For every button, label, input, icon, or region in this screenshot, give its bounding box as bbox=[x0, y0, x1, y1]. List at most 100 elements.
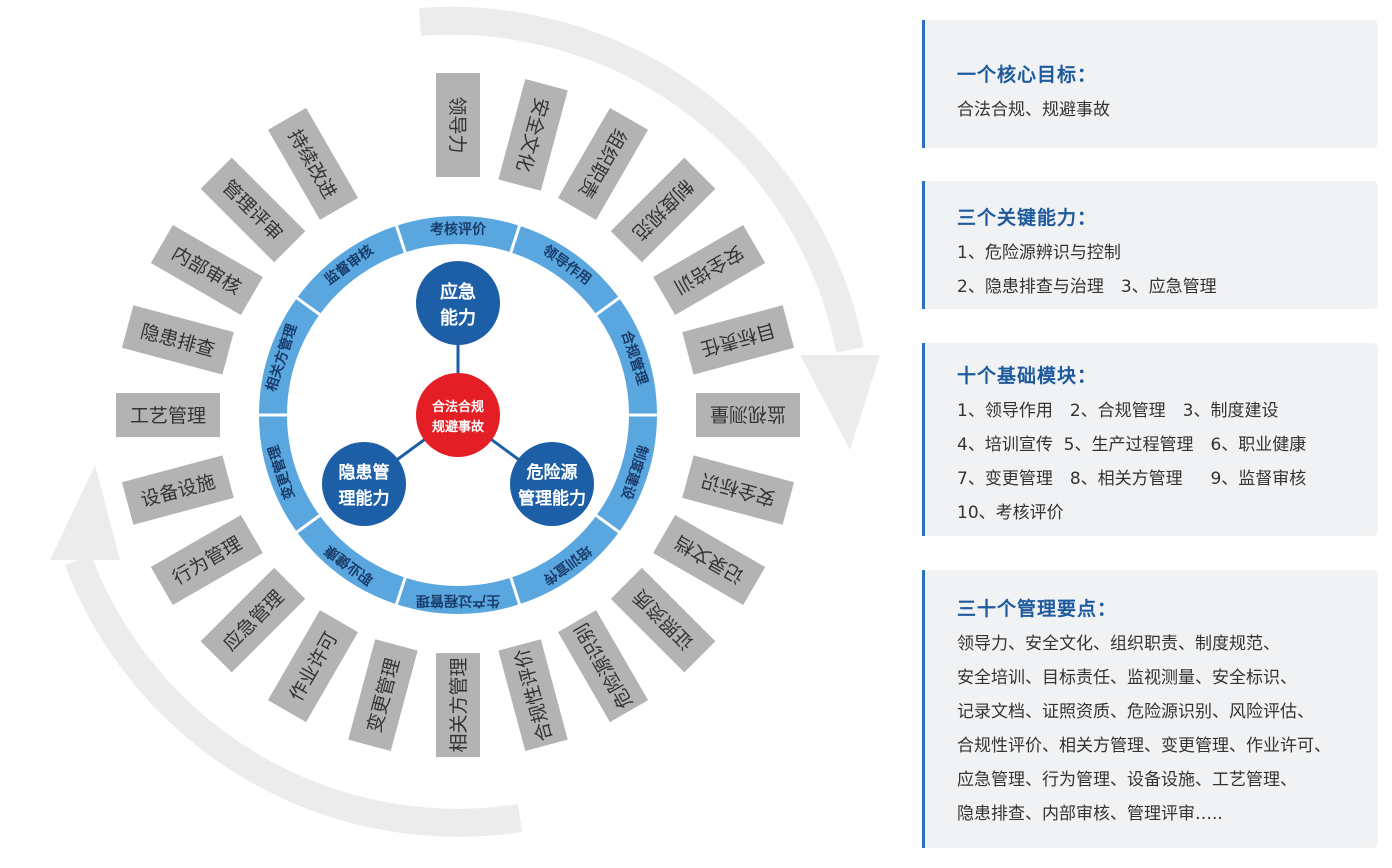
outer-tile-bg bbox=[116, 393, 220, 437]
outer-tile-label: 领导力 bbox=[446, 96, 468, 153]
panel-key-abilities-line: 1、危险源辨识与控制 bbox=[957, 243, 1121, 263]
ability-node-emergency bbox=[416, 261, 500, 345]
panel-base-modules-line: 10、考核评价 bbox=[957, 503, 1064, 523]
panel-management-points: 三十个管理要点： 领导力、安全文化、组织职责、制度规范、 安全培训、目标责任、监… bbox=[922, 570, 1378, 848]
panel-management-points-line: 领导力、安全文化、组织职责、制度规范、 bbox=[957, 634, 1280, 654]
outer-tile-bg bbox=[121, 455, 234, 525]
panel-management-points-title: 三十个管理要点： bbox=[957, 598, 1118, 620]
outer-tile: 监视测量 bbox=[696, 393, 800, 437]
ring-dividers bbox=[258, 224, 658, 606]
ring-divider bbox=[394, 224, 407, 253]
ring-divider bbox=[394, 577, 407, 606]
outer-tile-bg bbox=[653, 514, 766, 606]
outer-tile: 行为管理 bbox=[150, 514, 263, 606]
outer-tile-bg bbox=[150, 514, 263, 606]
panel-management-points-line: 安全培训、目标责任、监视测量、安全标识、 bbox=[957, 668, 1297, 688]
outer-tile: 领导力 bbox=[436, 73, 480, 177]
outer-tile: 管理评审 bbox=[200, 157, 306, 263]
panel-management-points-line: 合规性评价、相关方管理、变更管理、作业许可、 bbox=[957, 736, 1331, 756]
ability-node-risk bbox=[510, 442, 594, 526]
outer-tile: 持续改进 bbox=[267, 107, 359, 220]
core-goal-label-2: 规避事故 bbox=[432, 419, 485, 435]
outer-tile-bg bbox=[150, 224, 263, 316]
outer-tile: 组织职责 bbox=[557, 107, 649, 220]
outer-tile: 隐患排查 bbox=[121, 305, 234, 375]
ability-node-hazard-label-1: 隐患管 bbox=[339, 462, 390, 483]
outer-tile-bg bbox=[267, 610, 359, 723]
panel-base-modules-line: 4、培训宣传 5、生产过程管理 6、职业健康 bbox=[957, 435, 1307, 455]
outer-tile-bg bbox=[557, 107, 649, 220]
outer-tile: 安全培训 bbox=[653, 224, 766, 316]
panel-key-abilities: 三个关键能力： 1、危险源辨识与控制 2、隐患排查与治理 3、应急管理 bbox=[922, 181, 1378, 309]
core-goal-node bbox=[416, 373, 500, 457]
outer-tile: 证照资质 bbox=[610, 567, 716, 673]
ability-node-risk-label-1: 危险源 bbox=[526, 462, 578, 483]
outer-tile: 作业许可 bbox=[267, 610, 359, 723]
outer-tile-bg bbox=[610, 567, 716, 673]
cycle-arrow-right-head bbox=[800, 355, 880, 450]
ring-divider bbox=[595, 296, 621, 316]
ability-node-hazard bbox=[322, 442, 406, 526]
outer-tile: 设备设施 bbox=[121, 455, 234, 525]
ability-node-emergency-label-2: 能力 bbox=[440, 307, 476, 329]
outer-tile-bg bbox=[557, 610, 649, 723]
panel-key-abilities-title: 三个关键能力： bbox=[957, 207, 1098, 229]
safety-management-diagram: 领导力安全文化组织职责制度规范安全培训目标责任监视测量安全标识记录文档证照资质危… bbox=[50, 6, 880, 837]
cycle-arrow-left bbox=[64, 555, 523, 837]
panel-core-goal: 一个核心目标： 合法合规、规避事故 bbox=[922, 20, 1378, 148]
outer-tile: 安全文化 bbox=[498, 78, 568, 191]
ability-node-emergency-label-1: 应急 bbox=[440, 281, 476, 303]
panel-management-points-line: 隐患排查、内部审核、管理评审….. bbox=[957, 804, 1223, 824]
outer-tile: 工艺管理 bbox=[116, 393, 220, 437]
outer-tile: 危险源识别 bbox=[557, 610, 649, 723]
outer-tile: 记录文档 bbox=[653, 514, 766, 606]
ring-module-label: 考核评价 bbox=[430, 221, 487, 238]
outer-tiles: 领导力安全文化组织职责制度规范安全培训目标责任监视测量安全标识记录文档证照资质危… bbox=[116, 73, 800, 757]
outer-tile-bg bbox=[436, 73, 480, 177]
outer-tile: 变更管理 bbox=[348, 639, 418, 752]
outer-tile: 制度规范 bbox=[610, 157, 716, 263]
ring-divider bbox=[509, 577, 522, 606]
core-goal-label-1: 合法合规 bbox=[432, 399, 484, 415]
panel-management-points-line: 应急管理、行为管理、设备设施、工艺管理、 bbox=[957, 770, 1297, 790]
outer-tile-bg bbox=[682, 305, 795, 375]
outer-tile-bg bbox=[498, 639, 568, 752]
panel-base-modules-line: 1、领导作用 2、合规管理 3、制度建设 bbox=[957, 401, 1279, 421]
outer-tile: 安全标识 bbox=[682, 455, 795, 525]
outer-tile-bg bbox=[696, 393, 800, 437]
outer-tile-bg bbox=[610, 157, 716, 263]
outer-tile-label: 相关方管理 bbox=[448, 657, 470, 752]
panel-management-points-line: 记录文档、证照资质、危险源识别、风险评估、 bbox=[957, 702, 1314, 722]
ring-divider bbox=[509, 224, 522, 253]
outer-tile-bg bbox=[200, 157, 306, 263]
outer-tile: 应急管理 bbox=[200, 567, 306, 673]
ability-node-risk-label-2: 管理能力 bbox=[518, 488, 586, 509]
panel-base-modules-line: 7、变更管理 8、相关方管理 9、监督审核 bbox=[957, 469, 1307, 489]
outer-tile: 合规性评价 bbox=[498, 639, 568, 752]
ring-divider bbox=[595, 514, 621, 534]
ring-module: 生产过程管理 bbox=[416, 592, 500, 609]
ring-divider bbox=[295, 296, 321, 316]
outer-tile: 相关方管理 bbox=[436, 653, 480, 757]
outer-tile: 内部审核 bbox=[150, 224, 263, 316]
outer-tile-bg bbox=[498, 78, 568, 191]
outer-tile-bg bbox=[267, 107, 359, 220]
ring-divider bbox=[295, 514, 321, 534]
ring-module-label: 生产过程管理 bbox=[416, 592, 500, 609]
outer-tile-bg bbox=[436, 653, 480, 757]
outer-tile-label: 工艺管理 bbox=[130, 405, 206, 427]
cycle-arrow-right bbox=[418, 6, 864, 353]
panel-core-goal-line: 合法合规、规避事故 bbox=[957, 100, 1110, 120]
panel-base-modules-title: 十个基础模块： bbox=[957, 365, 1098, 387]
outer-tile-bg bbox=[200, 567, 306, 673]
outer-tile-bg bbox=[348, 639, 418, 752]
outer-tile-bg bbox=[121, 305, 234, 375]
panel-base-modules: 十个基础模块： 1、领导作用 2、合规管理 3、制度建设 4、培训宣传 5、生产… bbox=[922, 343, 1378, 536]
ring-module: 考核评价 bbox=[430, 221, 487, 238]
cycle-arrow-left-head bbox=[50, 465, 120, 560]
panel-key-abilities-line: 2、隐患排查与治理 3、应急管理 bbox=[957, 277, 1217, 297]
outer-tile-label: 监视测量 bbox=[710, 403, 786, 425]
outer-tile-bg bbox=[682, 455, 795, 525]
outer-tile-bg bbox=[653, 224, 766, 316]
panel-core-goal-title: 一个核心目标： bbox=[957, 64, 1098, 86]
